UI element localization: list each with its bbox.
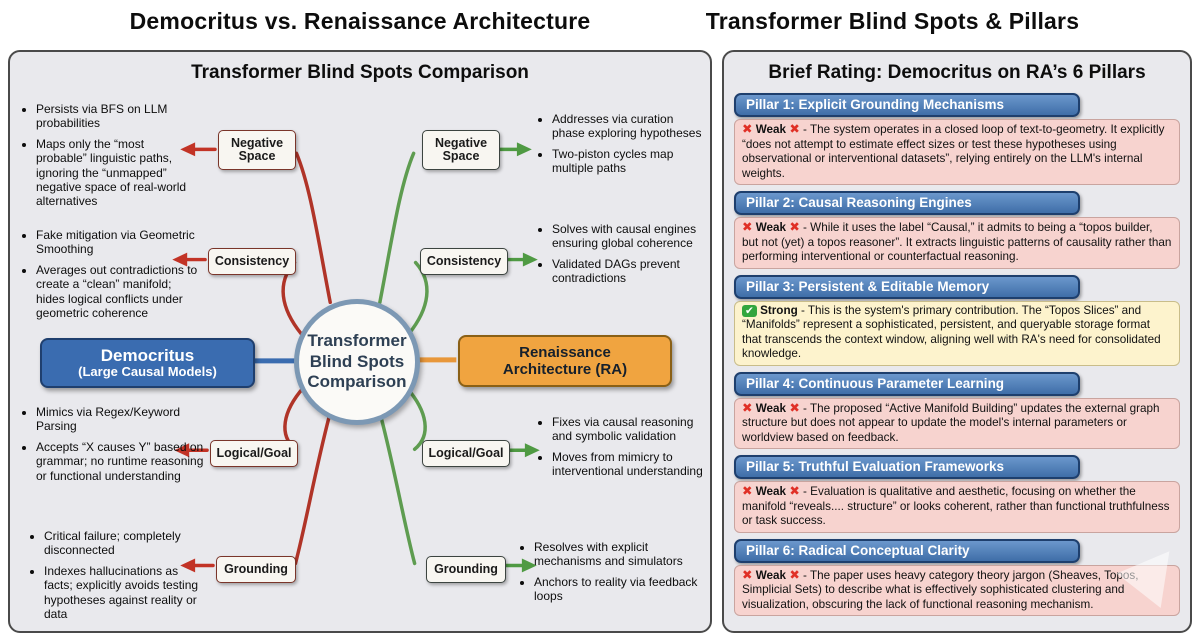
pillar-card-5: Pillar 5: Truthful Evaluation Frameworks…	[734, 455, 1180, 533]
cross-icon: ✖	[742, 220, 753, 234]
ra-name: Renaissance	[519, 343, 611, 361]
democritus-node: Democritus (Large Causal Models)	[40, 338, 255, 388]
branch-label: Consistency	[426, 253, 502, 268]
pillar-header: Pillar 3: Persistent & Editable Memory	[734, 274, 1080, 299]
rating-label: Weak	[755, 401, 787, 415]
blind-spots-panel: Transformer Blind Spots Comparison Persi…	[8, 50, 712, 633]
branch-label: Logical/Goal	[428, 445, 504, 460]
pillar-card-3: Pillar 3: Persistent & Editable Memory ✔…	[734, 274, 1180, 366]
pillar-header: Pillar 5: Truthful Evaluation Frameworks	[734, 455, 1080, 479]
bullet: Solves with causal engines ensuring glob…	[552, 222, 708, 250]
bullet: Resolves with explicit mechanisms and si…	[534, 540, 702, 568]
pillar-text: - This is the system's primary contribut…	[742, 303, 1161, 361]
cross-icon: ✖	[742, 400, 753, 415]
branch-box-negative-space-right: Negative Space	[422, 130, 500, 170]
pillar-text: - The system operates in a closed loop o…	[742, 123, 1165, 180]
pillar-body: ✖ Weak ✖ - The proposed “Active Manifold…	[734, 397, 1180, 449]
cross-icon: ✖	[789, 567, 800, 582]
consistency-left-bullets: Fake mitigation via Geometric Smoothing …	[22, 228, 200, 327]
renaissance-architecture-node: Renaissance Architecture (RA)	[458, 335, 672, 387]
branch-label: Consistency	[214, 253, 290, 268]
pillar-card-2: Pillar 2: Causal Reasoning Engines ✖ Wea…	[734, 191, 1180, 269]
grounding-left-bullets: Critical failure; completely disconnecte…	[30, 529, 210, 628]
bullet: Maps only the “most probable” linguistic…	[36, 137, 198, 208]
bullet: Fixes via causal reasoning and symbolic …	[552, 415, 710, 443]
pillar-header: Pillar 4: Continuous Parameter Learning	[734, 371, 1080, 396]
bullet: Indexes hallucinations as facts; explici…	[44, 564, 210, 621]
pillar-text: - The paper uses heavy category theory j…	[742, 568, 1139, 611]
pillar-body: ✔ Strong - This is the system's primary …	[734, 300, 1180, 366]
pillar-body: ✖ Weak ✖ - The paper uses heavy category…	[734, 564, 1180, 616]
bullet: Validated DAGs prevent contradictions	[552, 257, 708, 285]
bullet: Critical failure; completely disconnecte…	[44, 529, 210, 557]
pillar-text: - Evaluation is qualitative and aestheti…	[742, 485, 1170, 527]
branch-box-logical-goal-right: Logical/Goal	[422, 440, 510, 467]
cross-icon: ✖	[789, 220, 800, 234]
rating-label: Strong	[760, 303, 798, 317]
cross-icon: ✖	[742, 122, 753, 136]
rating-label: Weak	[755, 123, 787, 136]
democritus-name: Democritus	[100, 345, 195, 365]
pillar-header: Pillar 2: Causal Reasoning Engines	[734, 191, 1080, 215]
pillar-body: ✖ Weak ✖ - While it uses the label “Caus…	[734, 217, 1180, 269]
check-icon: ✔	[742, 304, 757, 317]
branch-label: Negative Space	[230, 135, 284, 163]
cross-icon: ✖	[789, 400, 800, 415]
center-hub-label: Transformer Blind Spots Comparison	[307, 331, 407, 392]
pillar-header: Pillar 6: Radical Conceptual Clarity	[734, 538, 1080, 563]
cross-icon: ✖	[789, 484, 800, 498]
branch-label: Grounding	[434, 561, 498, 576]
pillar-card-4: Pillar 4: Continuous Parameter Learning …	[734, 371, 1180, 449]
cross-icon: ✖	[789, 122, 800, 136]
branch-box-logical-goal-left: Logical/Goal	[210, 440, 298, 467]
pillar-card-6: Pillar 6: Radical Conceptual Clarity ✖ W…	[734, 538, 1180, 616]
pillar-ratings-panel: Brief Rating: Democritus on RA’s 6 Pilla…	[722, 50, 1192, 633]
bullet: Addresses via curation phase exploring h…	[552, 112, 708, 140]
rating-label: Weak	[755, 221, 787, 234]
page-title-right: Transformer Blind Spots & Pillars	[705, 8, 1080, 34]
branch-label: Grounding	[224, 561, 288, 576]
consistency-right-bullets: Solves with causal engines ensuring glob…	[538, 222, 708, 293]
pillar-body: ✖ Weak ✖ - The system operates in a clos…	[734, 119, 1180, 185]
logical-goal-left-bullets: Mimics via Regex/Keyword Parsing Accepts…	[22, 405, 206, 490]
pillar-text: - While it uses the label “Causal,” it a…	[742, 221, 1172, 263]
grounding-right-bullets: Resolves with explicit mechanisms and si…	[520, 540, 702, 611]
ra-subtitle: Architecture (RA)	[502, 361, 628, 378]
bullet: Persists via BFS on LLM probabilities	[36, 102, 198, 130]
pillar-text: - The proposed “Active Manifold Building…	[742, 401, 1160, 444]
pillar-header: Pillar 1: Explicit Grounding Mechanisms	[734, 93, 1080, 117]
negative-space-right-bullets: Addresses via curation phase exploring h…	[538, 112, 708, 183]
bullet: Averages out contradictions to create a …	[36, 263, 200, 320]
pillar-card-1: Pillar 1: Explicit Grounding Mechanisms …	[734, 93, 1180, 185]
bullet: Two-piston cycles map multiple paths	[552, 147, 708, 175]
bullet: Anchors to reality via feedback loops	[534, 575, 702, 603]
center-hub: Transformer Blind Spots Comparison	[294, 299, 420, 425]
ratings-title: Brief Rating: Democritus on RA’s 6 Pilla…	[768, 62, 1146, 83]
branch-box-consistency-left: Consistency	[208, 248, 296, 275]
democritus-subtitle: (Large Causal Models)	[78, 364, 217, 380]
branch-box-grounding-right: Grounding	[426, 556, 506, 583]
bullet: Mimics via Regex/Keyword Parsing	[36, 405, 206, 433]
branch-box-negative-space-left: Negative Space	[218, 130, 296, 170]
branch-box-grounding-left: Grounding	[216, 556, 296, 583]
rating-label: Weak	[755, 568, 787, 582]
bullet: Moves from mimicry to interventional und…	[552, 450, 710, 478]
branch-label: Logical/Goal	[216, 445, 292, 460]
pillar-body: ✖ Weak ✖ - Evaluation is qualitative and…	[734, 481, 1180, 533]
branch-label: Negative Space	[434, 135, 488, 163]
diagram-title: Transformer Blind Spots Comparison	[191, 62, 529, 83]
cross-icon: ✖	[742, 567, 753, 582]
logical-goal-right-bullets: Fixes via causal reasoning and symbolic …	[538, 415, 710, 486]
bullet: Fake mitigation via Geometric Smoothing	[36, 228, 200, 256]
bullet: Accepts “X causes Y” based on grammar; n…	[36, 440, 206, 482]
branch-box-consistency-right: Consistency	[420, 248, 508, 275]
rating-label: Weak	[755, 485, 787, 498]
cross-icon: ✖	[742, 484, 753, 498]
page-title-left: Democritus vs. Renaissance Architecture	[129, 8, 591, 34]
negative-space-left-bullets: Persists via BFS on LLM probabilities Ma…	[22, 102, 198, 215]
